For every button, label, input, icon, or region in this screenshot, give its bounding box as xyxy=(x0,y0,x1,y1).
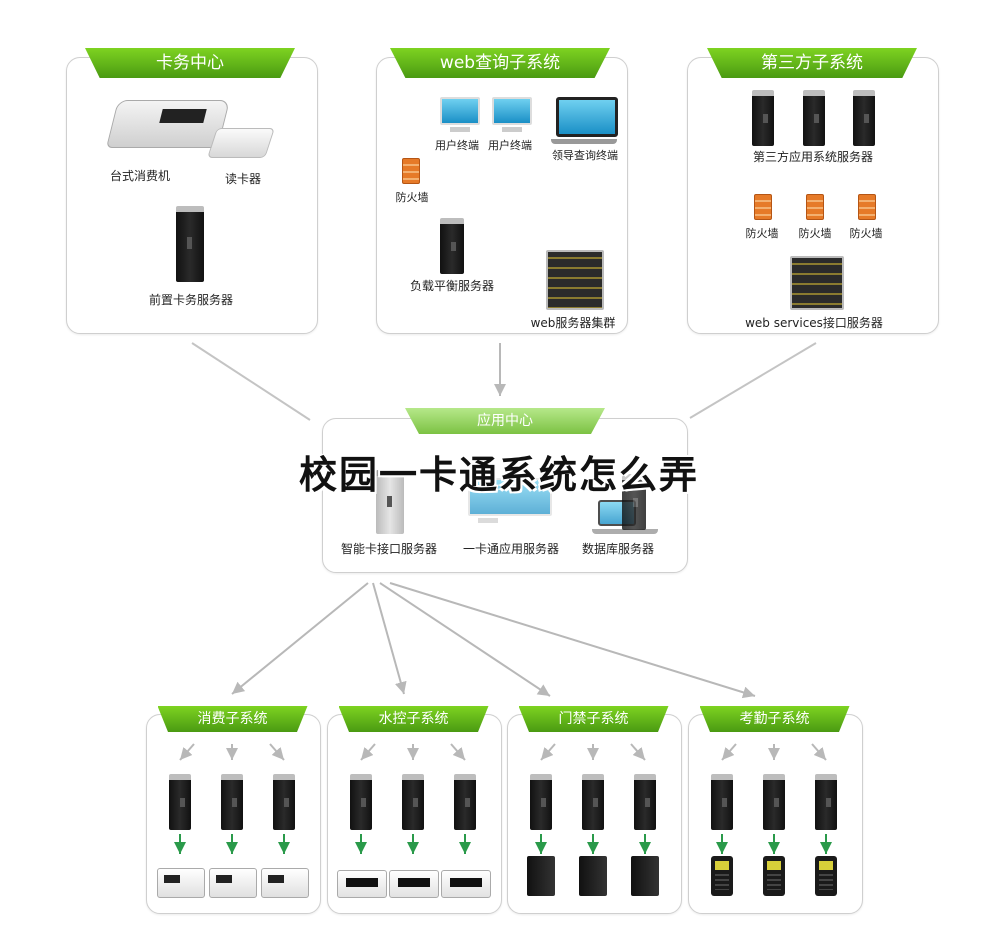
smart-card-server-label: 智能卡接口服务器 xyxy=(340,542,438,556)
ws-server-icon xyxy=(790,256,844,310)
leader-terminal-label: 领导查询终端 xyxy=(552,149,618,162)
subsystem-device-icon xyxy=(209,868,257,898)
smart-card-server-icon xyxy=(376,470,404,534)
leader-terminal-icon xyxy=(551,97,618,144)
web-cluster-icon xyxy=(546,250,604,310)
subsystem-device-icon xyxy=(441,870,491,898)
subsystem-in-arrow xyxy=(721,743,737,761)
subsystem-server-icon xyxy=(815,774,837,830)
page-title: 校园一卡通系统怎么弄 xyxy=(298,453,699,497)
third-party-app-server-label: 第三方应用系统服务器 xyxy=(752,150,874,164)
user-terminal-1-icon xyxy=(440,97,480,132)
subsystem-in-arrow xyxy=(360,743,376,761)
third-party-firewall-3-icon xyxy=(858,194,876,220)
front-server-icon xyxy=(176,206,204,282)
web-cluster-label: web服务器集群 xyxy=(530,316,616,330)
subsystem-server-icon xyxy=(634,774,656,830)
third-party-server-3-icon xyxy=(853,90,875,146)
card-center-title: 卡务中心 xyxy=(85,48,295,78)
subsystem-device-icon xyxy=(763,856,785,896)
third-party-firewall-1-icon xyxy=(754,194,772,220)
subsystem-device-icon xyxy=(711,856,733,896)
subsystem-title: 消费子系统 xyxy=(157,706,308,732)
subsystem-in-arrow xyxy=(179,743,195,761)
third-party-firewall-1-label: 防火墙 xyxy=(745,227,779,240)
ws-server-label: web services接口服务器 xyxy=(745,316,883,330)
subsystem-title: 门禁子系统 xyxy=(518,706,669,732)
app-server-monitor-icon xyxy=(468,478,552,523)
subsystem-device-icon xyxy=(815,856,837,896)
user-terminal-2-icon xyxy=(492,97,532,132)
subsystem-device-icon xyxy=(389,870,439,898)
subsystem-title: 水控子系统 xyxy=(338,706,489,732)
subsystem-in-arrow xyxy=(630,743,646,761)
load-balancer-icon xyxy=(440,218,464,274)
pos-machine-label: 台式消费机 xyxy=(109,169,171,183)
third-party-firewall-3-label: 防火墙 xyxy=(849,227,883,240)
user-terminal-2-label: 用户终端 xyxy=(488,139,532,152)
subsystem-server-icon xyxy=(402,774,424,830)
subsystem-device-icon xyxy=(157,868,205,898)
subsystem-device-icon xyxy=(337,870,387,898)
subsystem-server-icon xyxy=(454,774,476,830)
web-query-title: web查询子系统 xyxy=(390,48,610,78)
subsystem-server-icon xyxy=(763,774,785,830)
app-server-label: 一卡通应用服务器 xyxy=(462,542,560,556)
subsystem-server-icon xyxy=(221,774,243,830)
db-server-label: 数据库服务器 xyxy=(581,542,655,556)
db-server-icon xyxy=(622,474,646,530)
web-firewall-label: 防火墙 xyxy=(395,191,429,204)
front-server-label: 前置卡务服务器 xyxy=(148,293,234,307)
third-party-firewall-2-icon xyxy=(806,194,824,220)
third-party-server-1-icon xyxy=(752,90,774,146)
load-balancer-label: 负载平衡服务器 xyxy=(409,279,495,293)
subsystem-server-icon xyxy=(711,774,733,830)
subsystem-device-icon xyxy=(261,868,309,898)
web-firewall-icon xyxy=(402,158,420,184)
subsystem-device-icon xyxy=(527,856,555,896)
subsystem-server-icon xyxy=(530,774,552,830)
subsystem-title: 考勤子系统 xyxy=(699,706,850,732)
third-party-title: 第三方子系统 xyxy=(707,48,917,78)
subsystem-in-arrow xyxy=(811,743,827,761)
subsystem-server-icon xyxy=(582,774,604,830)
subsystem-in-arrow xyxy=(540,743,556,761)
subsystem-server-icon xyxy=(350,774,372,830)
subsystem-in-arrow xyxy=(269,743,285,761)
subsystem-server-icon xyxy=(169,774,191,830)
subsystem-device-icon xyxy=(579,856,607,896)
subsystem-in-arrow xyxy=(450,743,466,761)
third-party-server-2-icon xyxy=(803,90,825,146)
subsystem-device-icon xyxy=(631,856,659,896)
app-center-title: 应用中心 xyxy=(405,408,605,434)
card-reader-label: 读卡器 xyxy=(224,172,262,186)
third-party-firewall-2-label: 防火墙 xyxy=(798,227,832,240)
user-terminal-1-label: 用户终端 xyxy=(435,139,479,152)
subsystem-server-icon xyxy=(273,774,295,830)
